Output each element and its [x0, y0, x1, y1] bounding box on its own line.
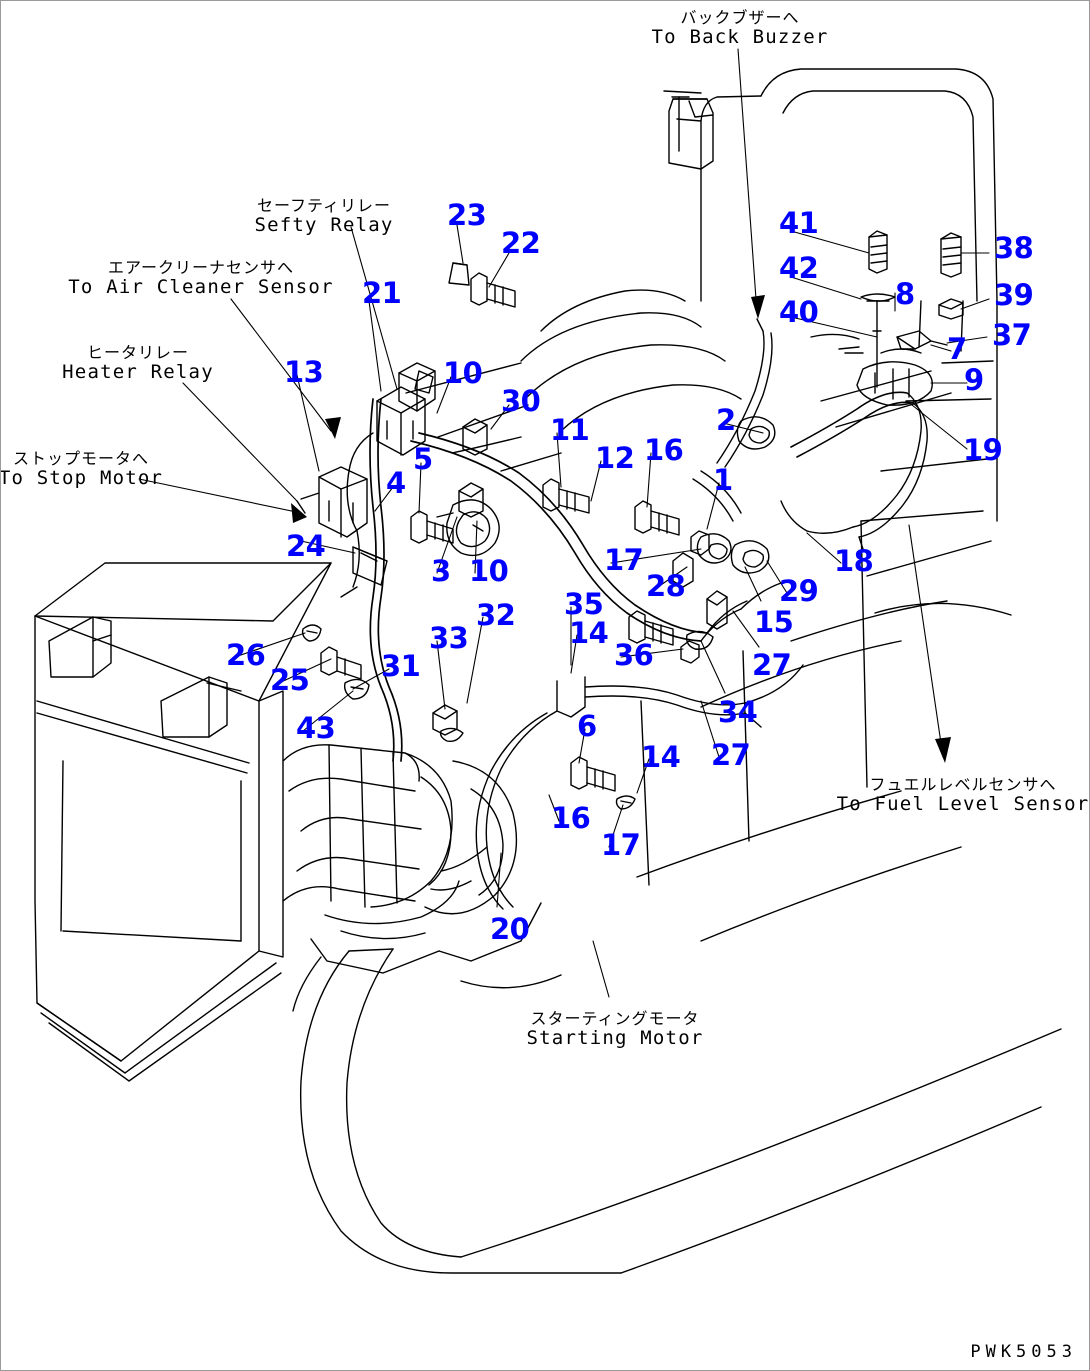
- annotation-jp: セーフティリレー: [256, 196, 392, 215]
- callout-number: 18: [834, 544, 874, 578]
- callout-number: 5: [413, 442, 433, 476]
- annotation-jp: ヒータリレー: [86, 343, 190, 362]
- callout-number: 35: [564, 587, 604, 621]
- callout-number: 26: [226, 638, 266, 672]
- callout-number: 12: [595, 441, 635, 475]
- callout-number: 42: [779, 251, 819, 285]
- callout-number: 25: [270, 663, 310, 697]
- callout-number: 15: [754, 605, 794, 639]
- callout-number: 10: [443, 356, 483, 390]
- callout-number: 9: [964, 363, 984, 397]
- annotation-jp: スターティングモータ: [530, 1009, 700, 1028]
- callout-number: 27: [711, 738, 751, 772]
- callout-number: 40: [779, 295, 819, 329]
- callout-number: 43: [296, 711, 336, 745]
- annotation-starting-motor: スターティングモータ Starting Motor: [527, 1010, 704, 1049]
- callout-number: 16: [551, 801, 591, 835]
- callout-number: 41: [779, 206, 819, 240]
- callout-number: 21: [362, 276, 402, 310]
- annotation-to-stop-motor: ストップモータへ To Stop Motor: [0, 449, 164, 489]
- annotation-en: Sefty Relay: [254, 213, 394, 236]
- callout-number: 11: [550, 413, 590, 447]
- annotation-en: Starting Motor: [526, 1026, 704, 1049]
- callout-number: 31: [381, 649, 421, 683]
- annotation-to-fuel-level-sensor: フュエルレベルセンサへ To Fuel Level Sensor: [836, 775, 1090, 815]
- callout-number: 13: [284, 355, 324, 389]
- annotation-to-back-buzzer: バックブザーへ To Back Buzzer: [652, 9, 829, 48]
- annotation-en: To Fuel Level Sensor: [836, 792, 1090, 815]
- callout-number: 2: [716, 403, 736, 437]
- callout-number: 30: [501, 384, 541, 418]
- callout-number: 23: [447, 198, 487, 232]
- callout-number: 10: [469, 554, 509, 588]
- callout-number: 27: [752, 648, 792, 682]
- callout-number: 37: [992, 318, 1032, 352]
- callout-number: 17: [601, 828, 641, 862]
- annotation-jp: フュエルレベルセンサへ: [869, 775, 1057, 794]
- callout-number: 3: [431, 554, 451, 588]
- callout-number: 36: [614, 638, 654, 672]
- annotation-safety-relay: セーフティリレー Sefty Relay: [254, 197, 393, 236]
- callout-number: 17: [604, 543, 644, 577]
- callout-number: 7: [947, 332, 967, 366]
- annotation-en: To Air Cleaner Sensor: [68, 275, 334, 298]
- callout-number: 19: [963, 433, 1003, 467]
- callout-number: 32: [476, 598, 516, 632]
- callout-number: 33: [429, 621, 469, 655]
- callout-number: 1: [713, 463, 733, 497]
- callout-number: 24: [286, 529, 326, 563]
- annotation-to-air-cleaner-sensor: エアークリーナセンサへ To Air Cleaner Sensor: [68, 259, 333, 298]
- annotation-en: Heater Relay: [62, 360, 214, 383]
- callout-number: 4: [386, 466, 406, 500]
- callout-number: 39: [994, 278, 1034, 312]
- callout-number: 29: [779, 574, 819, 608]
- annotation-jp: バックブザーへ: [680, 8, 800, 27]
- callout-number: 16: [644, 433, 684, 467]
- annotation-heater-relay: ヒータリレー Heater Relay: [62, 344, 214, 383]
- annotation-en: To Stop Motor: [0, 466, 164, 489]
- callout-number: 6: [577, 709, 597, 743]
- callout-number: 14: [569, 616, 609, 650]
- callout-number: 20: [490, 912, 530, 946]
- callout-number: 8: [895, 277, 915, 311]
- page-code: PWK5053: [970, 1342, 1077, 1362]
- callout-number: 34: [718, 695, 758, 729]
- callout-number: 28: [646, 569, 686, 603]
- callout-number: 22: [501, 226, 541, 260]
- annotation-jp: エアークリーナセンサへ: [107, 258, 295, 277]
- callout-number: 38: [994, 231, 1034, 265]
- callout-number: 14: [641, 740, 681, 774]
- annotation-en: To Back Buzzer: [651, 25, 829, 48]
- annotation-jp: ストップモータへ: [12, 449, 149, 468]
